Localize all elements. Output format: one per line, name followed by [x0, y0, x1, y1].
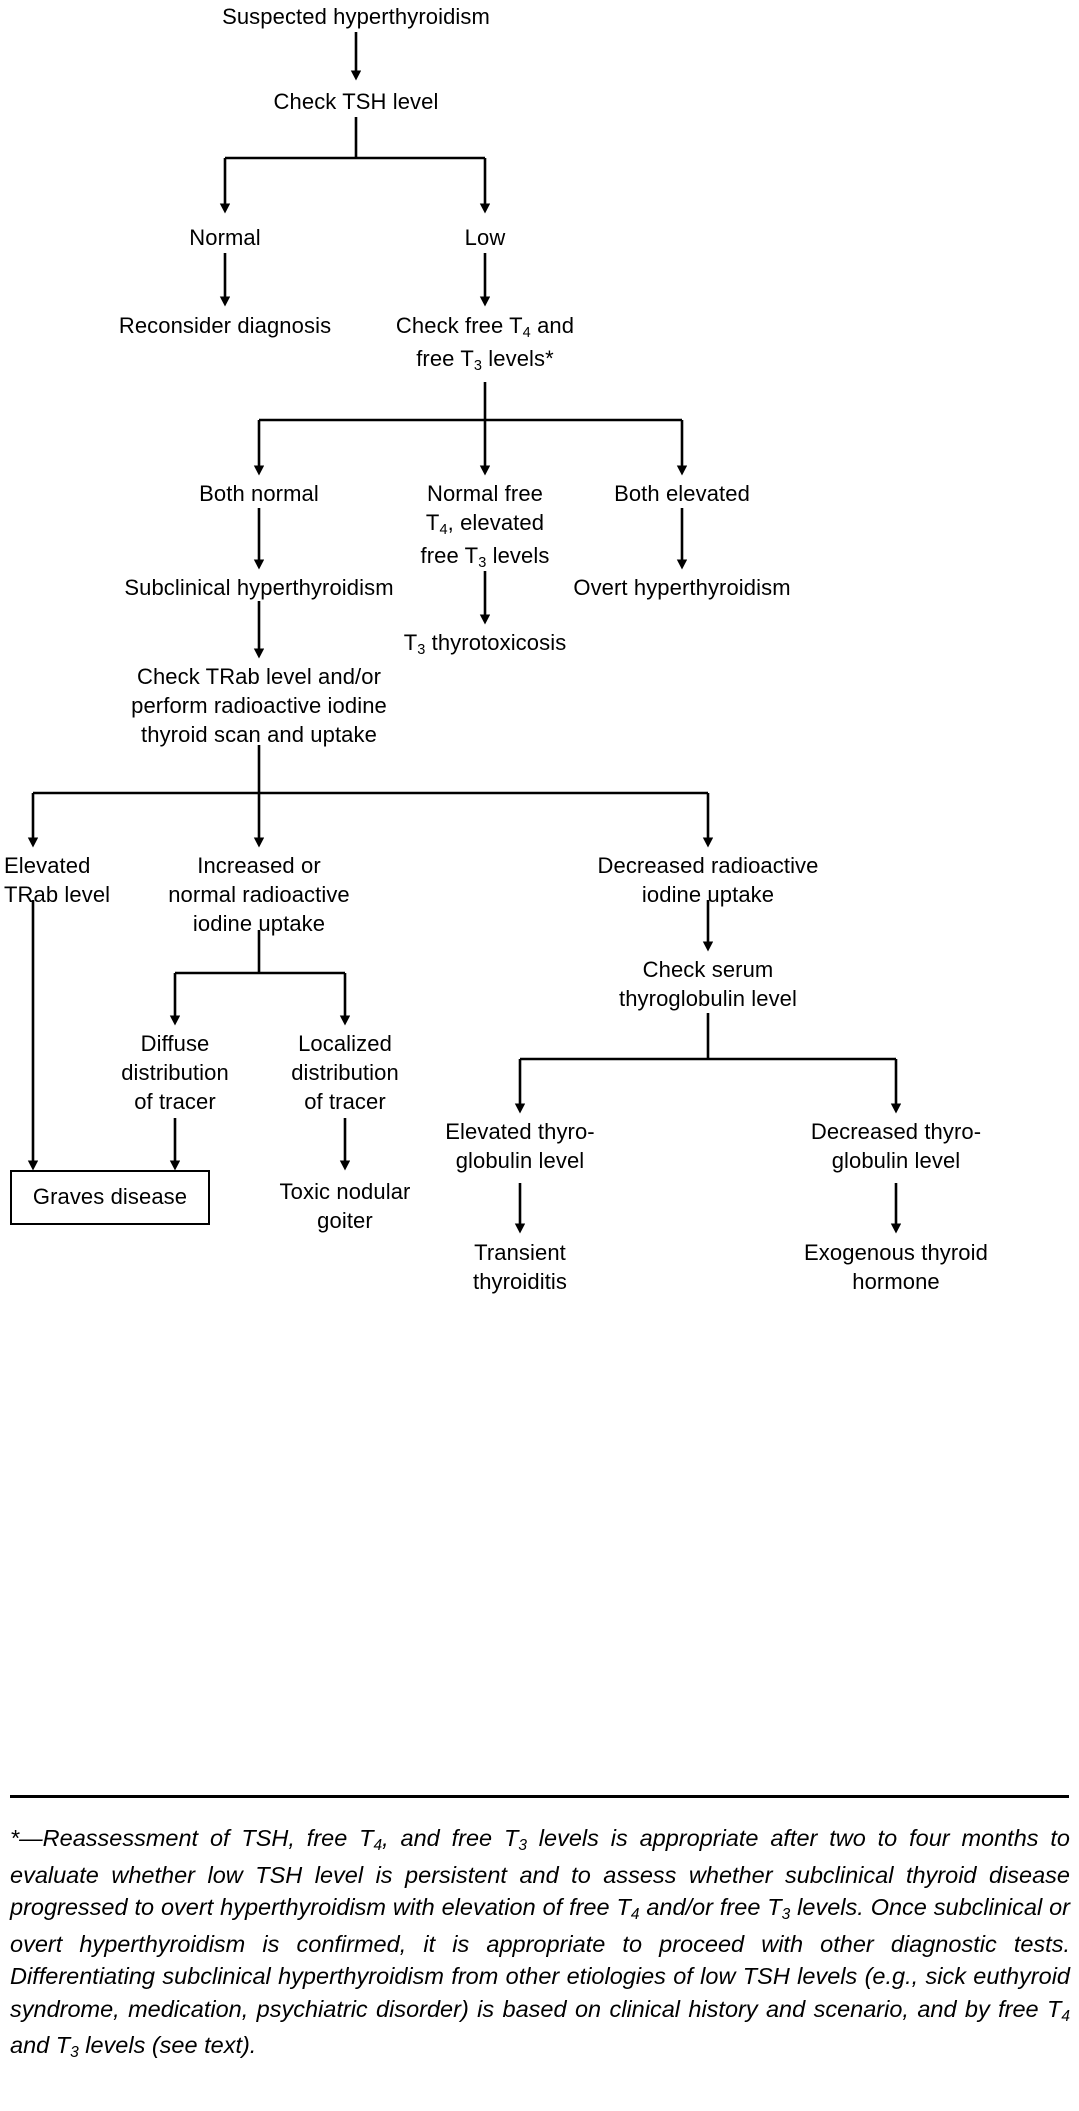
toxic-nodular-line1: Toxic nodular — [279, 1179, 411, 1204]
localized-line3: of tracer — [304, 1089, 386, 1114]
normal-free-line3: free T3 levels — [420, 543, 550, 571]
node-check-tsh-level: Check TSH level — [273, 89, 439, 114]
diffuse-line3: of tracer — [134, 1089, 216, 1114]
check-trab-line2: perform radioactive iodine — [131, 693, 387, 718]
elevated-tg-line2: globulin level — [455, 1148, 585, 1173]
decreased-riu-line1: Decreased radioactive — [597, 853, 819, 878]
node-toxic-nodular-goiter: Toxic nodular goiter — [280, 1177, 411, 1235]
subscript-4: 4 — [630, 1906, 640, 1924]
node-elevated-thyroglobulin: Elevated thyro-globulin level — [445, 1117, 594, 1175]
node-low: Low — [464, 225, 506, 250]
node-decreased-riu: Decreased radioactive iodine uptake — [598, 851, 819, 909]
toxic-nodular-line2: goiter — [317, 1208, 373, 1233]
increased-riu-line3: iodine uptake — [192, 911, 326, 936]
check-free-line2: free T3 levels* — [416, 346, 554, 374]
node-both-normal: Both normal — [199, 481, 319, 506]
node-increased-or-normal-riu: Increased or normal radioactive iodine upt… — [168, 851, 350, 938]
localized-line1: Localized — [298, 1031, 392, 1056]
node-graves-disease: Graves disease — [10, 1170, 210, 1225]
node-check-trab-level: Check TRab level and/or perform radioacti… — [131, 662, 387, 749]
node-reconsider-diagnosis: Reconsider diagnosis — [118, 313, 332, 338]
footnote-text: *—Reassessment of TSH, free T4, and free… — [10, 1825, 1070, 2062]
elevated-trab-line2: TRab level — [4, 882, 111, 907]
subscript-3: 3 — [70, 2044, 79, 2062]
subscript-4: 4 — [1061, 2007, 1070, 2025]
exogenous-line1: Exogenous thyroid — [804, 1240, 988, 1265]
check-tg-line2: thyroglobulin level — [618, 986, 798, 1011]
increased-riu-line2: normal radioactive — [168, 882, 350, 907]
node-subclinical-hyperthyroidism: Subclinical hyperthyroidism — [124, 575, 394, 600]
node-both-elevated: Both elevated — [614, 481, 750, 506]
elevated-tg-line1: Elevated thyro- — [445, 1119, 595, 1144]
node-localized-distribution: Localized distribution of tracer — [291, 1029, 399, 1116]
node-t3-thyrotoxicosis: T3 thyrotoxicosis — [403, 630, 567, 658]
node-decreased-thyroglobulin: Decreased thyro-globulin level — [811, 1117, 981, 1175]
subscript-3: 3 — [473, 357, 483, 374]
check-tg-line1: Check serum — [642, 957, 774, 982]
node-check-serum-thyroglobulin: Check serum thyroglobulin level — [619, 955, 797, 1013]
normal-free-line1: Normal free — [426, 481, 544, 506]
node-diffuse-distribution: Diffuse distribution of tracer — [121, 1029, 229, 1116]
node-suspected-hyperthyroidism: Suspected hyperthyroidism — [222, 4, 490, 29]
subscript-4: 4 — [373, 1837, 383, 1855]
diffuse-line1: Diffuse — [140, 1031, 210, 1056]
transient-line2: thyroiditis — [472, 1269, 568, 1294]
localized-line2: distribution — [291, 1060, 399, 1085]
footnote-marker: *— — [10, 1825, 43, 1851]
decreased-tg-line1: Decreased thyro- — [810, 1119, 982, 1144]
subscript-4: 4 — [439, 521, 448, 538]
increased-riu-line1: Increased or — [197, 853, 321, 878]
node-transient-thyroiditis: Transient thyroiditis — [473, 1238, 567, 1296]
exogenous-line2: hormone — [852, 1269, 940, 1294]
node-exogenous-thyroid-hormone: Exogenous thyroid hormone — [804, 1238, 988, 1296]
diffuse-line2: distribution — [121, 1060, 229, 1085]
decreased-riu-line2: iodine uptake — [641, 882, 775, 907]
subscript-4: 4 — [522, 324, 531, 341]
node-overt-hyperthyroidism: Overt hyperthyroidism — [573, 575, 791, 600]
normal-free-line2: T4, elevated — [425, 510, 545, 538]
subscript-3: 3 — [478, 554, 487, 571]
check-trab-line1: Check TRab level and/or — [136, 664, 382, 689]
subscript-3: 3 — [781, 1906, 791, 1924]
check-trab-line3: thyroid scan and uptake — [141, 722, 377, 747]
subscript-3: 3 — [417, 641, 426, 658]
elevated-trab-line1: Elevated — [4, 853, 91, 878]
subscript-3: 3 — [518, 1837, 527, 1855]
node-check-free-t4-t3: Check free T4 and free T3 levels* — [396, 311, 574, 377]
check-free-line1: Check free T4 and — [395, 313, 575, 341]
footnote-divider — [10, 1795, 1069, 1798]
node-normal: Normal — [189, 225, 261, 250]
decreased-tg-line2: globulin level — [831, 1148, 961, 1173]
transient-line1: Transient — [474, 1240, 566, 1265]
